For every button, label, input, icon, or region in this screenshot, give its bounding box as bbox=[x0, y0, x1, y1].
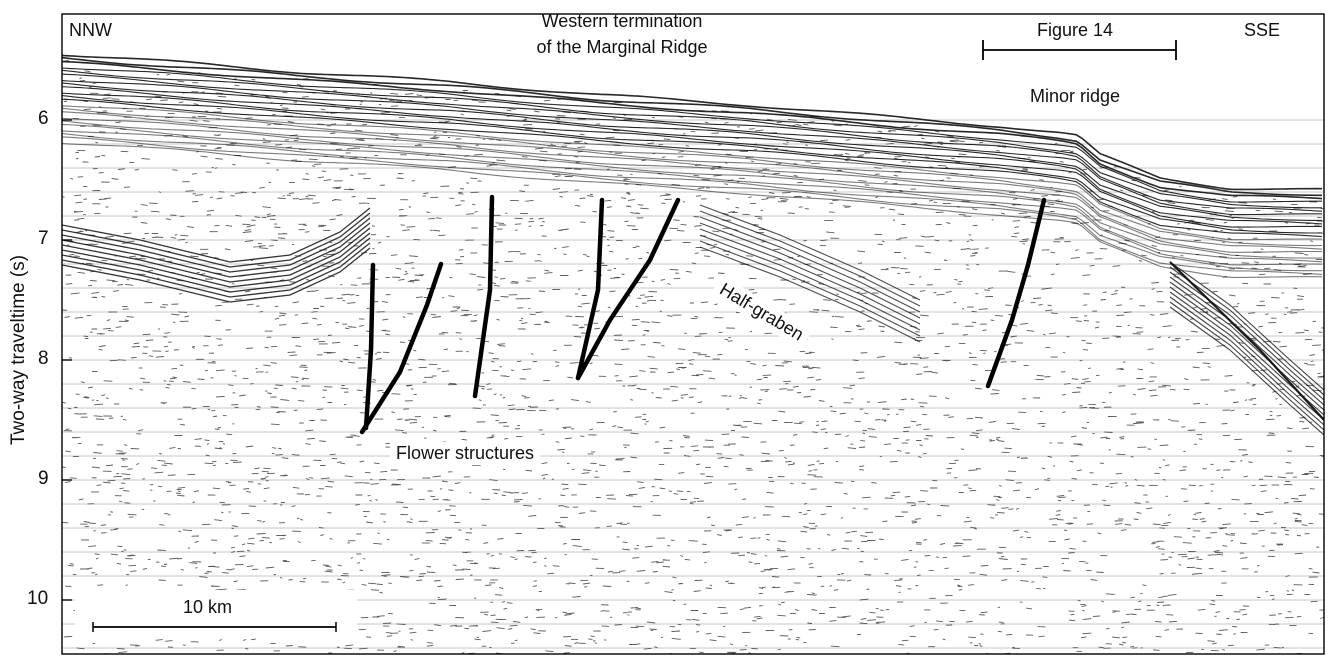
y-tick-label: 8 bbox=[38, 348, 49, 370]
scale-bar-label: 10 km bbox=[183, 597, 232, 618]
y-axis-label: Two-way traveltime (s) bbox=[8, 255, 30, 445]
y-tick-label: 10 bbox=[27, 588, 48, 610]
y-tick-label: 9 bbox=[38, 468, 49, 490]
title-line-2: of the Marginal Ridge bbox=[492, 34, 752, 60]
figure-title: Western termination of the Marginal Ridg… bbox=[492, 8, 752, 60]
minor-ridge-label: Minor ridge bbox=[1030, 86, 1120, 107]
figure-14-label: Figure 14 bbox=[1037, 20, 1113, 41]
direction-nnw: NNW bbox=[69, 20, 112, 41]
direction-sse: SSE bbox=[1244, 20, 1280, 41]
title-line-1: Western termination bbox=[492, 8, 752, 34]
y-tick-label: 7 bbox=[38, 228, 49, 250]
flower-structures-label: Flower structures bbox=[390, 442, 540, 465]
y-tick-label: 6 bbox=[38, 108, 49, 130]
